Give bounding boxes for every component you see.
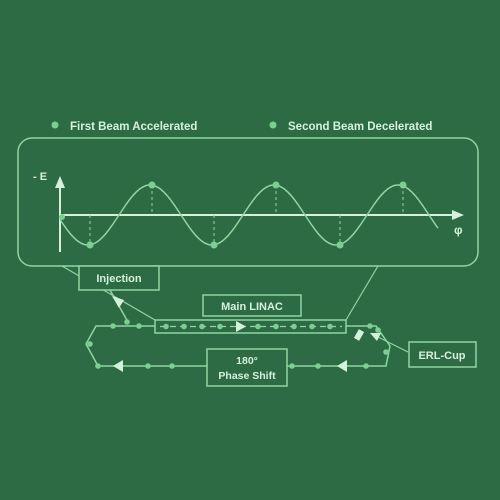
track-dot-6	[169, 363, 175, 369]
legend-dot-first	[51, 121, 59, 129]
main-linac-label: Main LINAC	[221, 301, 283, 313]
track-dot-0	[110, 323, 116, 329]
origin-dot	[59, 214, 65, 220]
track-dot-1	[124, 319, 130, 325]
return-arrow-right	[337, 360, 347, 372]
erl-cup-label: ERL-Cup	[418, 350, 465, 362]
y-axis-arrow	[55, 176, 65, 188]
peak-dot-1	[272, 181, 280, 189]
injection-label: Injection	[96, 273, 142, 285]
linac-dot-3	[217, 323, 223, 330]
sine-wave	[59, 184, 439, 246]
peak-dot-2	[399, 181, 407, 189]
linac-tube	[154, 319, 347, 334]
linac-dot-2	[199, 323, 205, 330]
injection-arrow	[112, 296, 124, 308]
x-axis-arrow	[452, 210, 464, 220]
trough-dot-2	[336, 241, 344, 249]
legend-first-label: First Beam Accelerated	[70, 121, 197, 133]
trough-dot-0	[86, 241, 94, 249]
linac-dot-5	[273, 323, 279, 330]
trough-dot-1	[210, 241, 218, 249]
track-dot-4	[95, 363, 101, 369]
phase-shift-line2: Phase Shift	[218, 370, 276, 382]
y-axis-label: - E	[33, 171, 47, 183]
legend-second-label: Second Beam Decelerated	[288, 121, 432, 133]
erl-cup-pointer	[375, 335, 409, 353]
linac-dot-1	[181, 323, 187, 330]
track-dot-5	[145, 363, 151, 369]
linac-dots	[163, 323, 333, 330]
sine-marks	[59, 181, 407, 249]
erl-cup-pointer-arrow	[370, 333, 381, 341]
linac-dot-0	[163, 323, 169, 330]
x-axis-label: φ	[454, 223, 463, 237]
erl-cup-marker	[353, 329, 365, 341]
track-dot-10	[383, 349, 389, 355]
linac-dot-7	[309, 323, 315, 330]
linac-dot-4	[255, 323, 261, 330]
track-dot-2	[136, 323, 142, 329]
linac-direction-arrow	[236, 321, 246, 332]
phase-shift-line1: 180°	[236, 355, 258, 367]
linac-dot-6	[291, 323, 297, 330]
legend-dot-second	[269, 121, 277, 129]
injection-box	[78, 265, 160, 291]
track-dot-7	[289, 363, 295, 369]
linac-dot-8	[327, 323, 333, 330]
track-dot-3	[87, 341, 93, 347]
track-dot-11	[375, 327, 381, 333]
peak-dot-0	[148, 181, 156, 189]
zoom-line-left	[61, 265, 156, 321]
erl-cup-box	[408, 341, 477, 368]
return-arrow-left	[113, 360, 123, 372]
track-dots	[87, 319, 389, 369]
track-dot-8	[315, 363, 321, 369]
phase-shift-box	[206, 348, 288, 387]
main-linac-box	[202, 294, 302, 317]
track-dot-9	[363, 363, 369, 369]
zoom-line-right	[345, 265, 379, 321]
plot-frame	[17, 137, 479, 267]
track-dot-12	[367, 323, 373, 329]
